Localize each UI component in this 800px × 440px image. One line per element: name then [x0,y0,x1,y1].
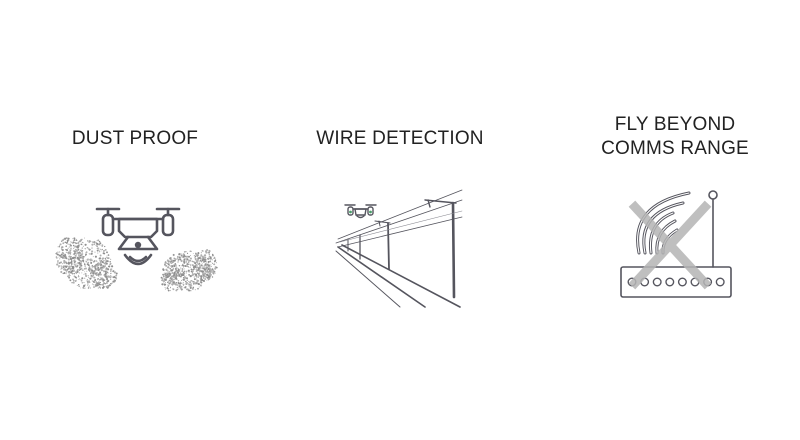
feature-title: WIRE DETECTION [280,127,520,151]
drone-powerline-icon [335,189,463,308]
feature-title-line: COMMS RANGE [601,138,749,159]
feature-title-line: WIRE DETECTION [316,128,484,149]
feature-title-line: DUST PROOF [71,128,199,149]
drone-dust-icon [55,207,218,292]
feature-fly-beyond-comms-range: FLY BEYOND COMMS RANGE [555,0,795,440]
feature-title: FLY BEYOND COMMS RANGE [555,113,795,161]
feature-title-line: FLY BEYOND [614,114,736,135]
dust-cloud-right [160,248,218,292]
feature-title: DUST PROOF [15,127,255,151]
disabled-cross-icon [628,200,712,290]
feature-dust-proof: DUST PROOF [15,0,255,440]
dust-cloud-left [55,237,118,289]
feature-wire-detection: WIRE DETECTION [280,0,520,440]
signal-disabled-router-icon [620,190,732,298]
